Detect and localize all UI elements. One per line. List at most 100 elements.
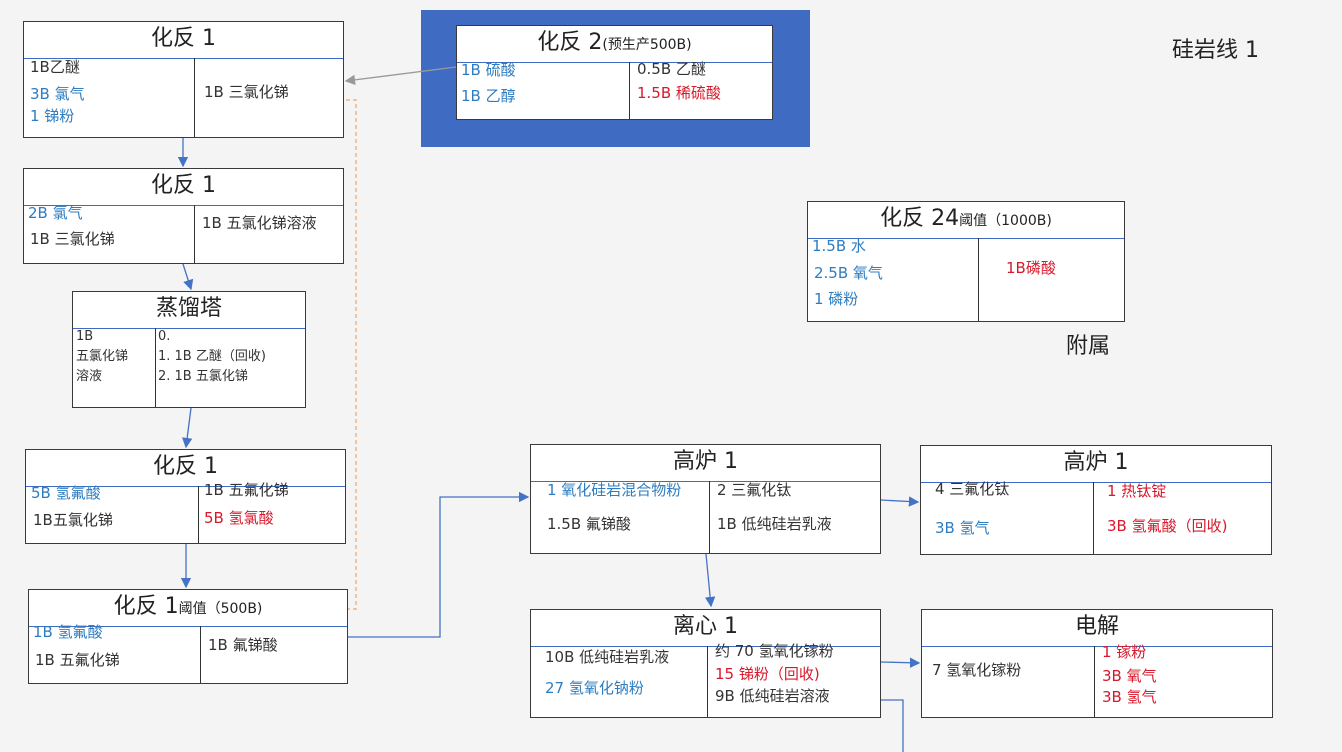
furnace1a-node[interactable]: 高炉 1 1 氧化硅岩混合物粉 1.5B 氟锑酸 2 三氟化钛 1B 低纯硅岩乳液	[530, 444, 881, 554]
node-title-text: 化反 1	[153, 454, 218, 479]
input-item: 2.5B 氧气	[814, 264, 883, 282]
node-title-text: 高炉 1	[673, 449, 738, 474]
output-item: 3B 氧气	[1102, 667, 1157, 685]
output-item: 1 镓粉	[1102, 643, 1147, 661]
reactor1d-node[interactable]: 化反 1阈值（500B) 1B 氢氟酸 1B 五氟化锑 1B 氟锑酸	[28, 589, 348, 684]
input-item: 溶液	[76, 369, 103, 384]
output-item: 3B 氢氟酸（回收)	[1107, 517, 1228, 535]
column-divider	[1093, 482, 1094, 554]
output-item: 9B 低纯硅岩溶液	[715, 687, 830, 705]
input-item: 1B乙醚	[30, 58, 80, 76]
input-item: 10B 低纯硅岩乳液	[545, 648, 670, 666]
node-title: 高炉 1	[531, 445, 880, 482]
input-item: 1B五氯化锑	[33, 511, 113, 529]
input-item: 五氯化锑	[76, 349, 129, 364]
node-title-note: (预生产500B)	[602, 37, 692, 53]
node-title: 高炉 1	[921, 446, 1271, 483]
output-item: 1B 五氟化锑	[204, 481, 289, 499]
input-item: 7 氢氧化镓粉	[932, 661, 1022, 679]
node-title-note: 阈值（1000B)	[959, 213, 1052, 229]
output-item: 2. 1B 五氯化锑	[158, 369, 248, 384]
node-title: 化反 1	[26, 450, 345, 487]
input-item: 1B 硫酸	[461, 61, 516, 79]
input-item: 1 磷粉	[814, 290, 859, 308]
output-item: 5B 氢氯酸	[204, 509, 274, 527]
column-divider	[194, 205, 195, 263]
reactor1a-node[interactable]: 化反 1 1B乙醚 3B 氯气 1 锑粉 1B 三氯化锑	[23, 21, 344, 138]
input-item: 4 三氟化钛	[935, 480, 1010, 498]
output-item: 1 热钛锭	[1107, 482, 1167, 500]
arrow-reactor2-to-reactor1a	[344, 66, 457, 86]
column-divider	[200, 626, 201, 683]
arrow-distillation-to-reactor1c	[181, 407, 193, 449]
column-divider	[707, 646, 708, 717]
node-title-text: 高炉 1	[1063, 450, 1129, 475]
column-divider	[978, 238, 979, 321]
column-divider	[155, 328, 156, 407]
appendix-label: 附属	[1066, 334, 1111, 359]
column-divider	[1094, 646, 1095, 717]
output-item: 15 锑粉（回收)	[715, 665, 820, 683]
input-item: 1B	[76, 329, 94, 344]
arrow-furnace1a-to-furnace1b	[880, 496, 920, 507]
input-item: 3B 氯气	[30, 85, 85, 103]
arrow-reactor1d-to-furnace1a	[348, 491, 530, 638]
node-title: 化反 24阈值（1000B)	[808, 202, 1124, 239]
output-item: 1.5B 稀硫酸	[637, 84, 721, 102]
node-title-text: 化反 24	[880, 206, 960, 231]
column-divider	[629, 62, 630, 119]
input-item: 1B 五氟化锑	[35, 651, 120, 669]
column-divider	[194, 58, 195, 137]
input-item: 1B 乙醇	[461, 87, 516, 105]
arrow-furnace1a-to-centrifuge1	[704, 553, 716, 608]
input-item: 2B 氯气	[28, 204, 83, 222]
electrolysis-node[interactable]: 电解 7 氢氧化镓粉 1 镓粉 3B 氧气 3B 氢气	[921, 609, 1273, 718]
output-item: 1B磷酸	[1006, 259, 1056, 277]
input-item: 3B 氢气	[935, 519, 990, 537]
node-title: 蒸馏塔	[73, 292, 305, 329]
input-item: 1B 氢氟酸	[33, 623, 103, 641]
line-centrifuge1-out	[871, 699, 904, 752]
node-title: 化反 1	[24, 22, 343, 59]
node-title-text: 化反 2	[537, 30, 603, 55]
arrow-centrifuge1-to-electrolysis	[880, 657, 921, 668]
node-title-text: 化反 1	[151, 26, 216, 51]
output-item: 约 70 氢氧化镓粉	[715, 642, 834, 660]
node-title: 电解	[922, 610, 1272, 647]
input-item: 1.5B 氟锑酸	[547, 515, 631, 533]
output-item: 0.	[158, 329, 171, 344]
column-divider	[198, 486, 199, 543]
output-item: 2 三氟化钛	[717, 481, 792, 499]
reactor1b-node[interactable]: 化反 1 2B 氯气 1B 三氯化锑 1B 五氯化锑溶液	[23, 168, 344, 264]
node-title: 离心 1	[531, 610, 880, 647]
column-divider	[709, 481, 710, 553]
input-item: 27 氢氧化钠粉	[545, 679, 644, 697]
output-item: 3B 氢气	[1102, 688, 1157, 706]
output-item: 1B 氟锑酸	[208, 636, 278, 654]
furnace1b-node[interactable]: 高炉 1 4 三氟化钛 3B 氢气 1 热钛锭 3B 氢氟酸（回收)	[920, 445, 1272, 555]
node-title-text: 离心 1	[673, 614, 738, 639]
node-title-text: 化反 1	[113, 594, 179, 619]
line-title: 硅岩线 1	[1172, 38, 1259, 63]
reactor1c-node[interactable]: 化反 1 5B 氢氟酸 1B五氯化锑 1B 五氟化锑 5B 氢氯酸	[25, 449, 346, 544]
distillation-node[interactable]: 蒸馏塔 1B 五氯化锑溶液 0. 1. 1B 乙醚（回收) 2. 1B 五氯化锑	[72, 291, 306, 408]
input-item: 1 锑粉	[30, 107, 75, 125]
node-title-text: 化反 1	[151, 173, 216, 198]
node-title-note: 阈值（500B)	[178, 601, 263, 617]
output-item: 1B 三氯化锑	[204, 83, 289, 101]
input-item: 5B 氢氟酸	[31, 484, 101, 502]
node-title: 化反 2(预生产500B)	[457, 26, 772, 63]
output-item: 1. 1B 乙醚（回收)	[158, 349, 266, 364]
output-item: 1B 低纯硅岩乳液	[717, 515, 832, 533]
output-item: 1B 五氯化锑溶液	[202, 214, 317, 232]
node-title-text: 蒸馏塔	[155, 296, 222, 321]
node-title: 化反 1	[24, 169, 343, 206]
node-title-text: 电解	[1074, 614, 1119, 639]
input-item: 1 氧化硅岩混合物粉	[547, 481, 682, 499]
output-item: 0.5B 乙醚	[637, 60, 706, 78]
input-item: 1B 三氯化锑	[30, 230, 115, 248]
